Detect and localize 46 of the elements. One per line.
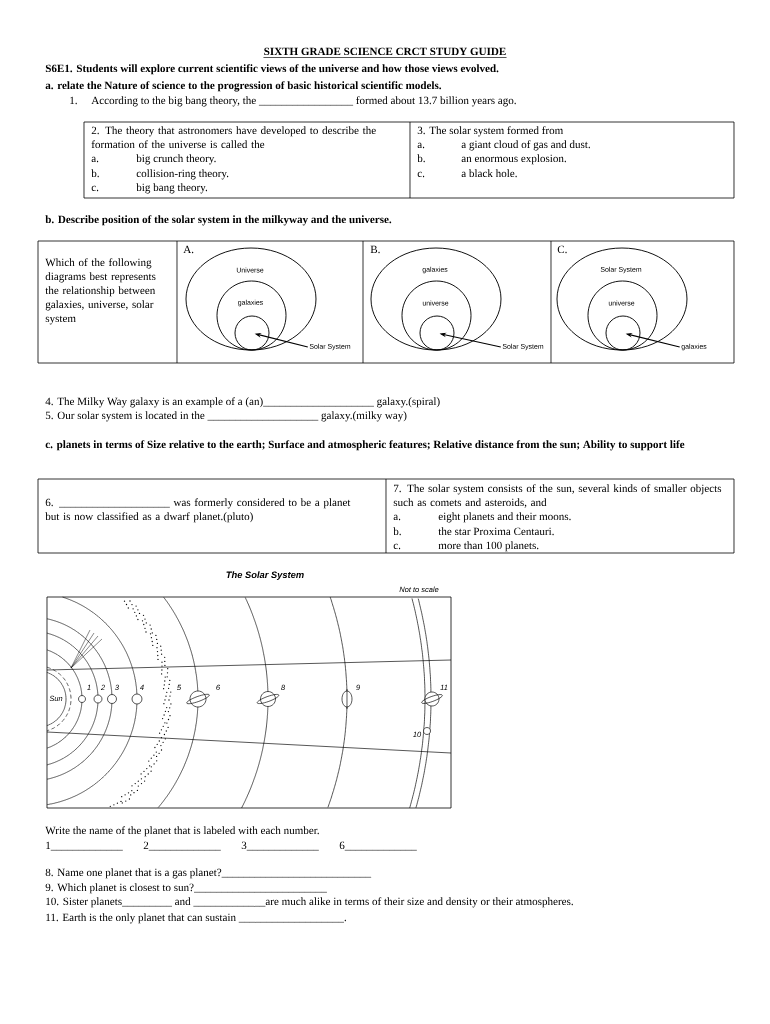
question-text: Write the name of the planet that is labeled with each number. <box>45 826 319 837</box>
option-letter: b. <box>393 527 401 536</box>
option-letter: b. <box>417 154 425 163</box>
question-text: 9. Which planet is closest to sun?________________________ <box>45 883 327 894</box>
set-circle <box>605 315 641 351</box>
answer-blank: 6_____________ <box>339 841 417 851</box>
figure-title: The Solar System <box>226 571 304 580</box>
option-text: more than 100 planets. <box>438 541 539 552</box>
question-text: 6. ____________________ was formerly considered to be a planet but is now classified as a dwarf planet.(pluto) <box>45 498 351 523</box>
objective-text: a. relate the Nature of science to the progression of basic historical scientific models. <box>45 81 442 92</box>
option-text: big crunch theory. <box>136 154 216 165</box>
answer-blank: 2_____________ <box>143 841 221 851</box>
choice-letter: C. <box>557 245 567 254</box>
option-text: collision-ring theory. <box>136 169 229 180</box>
question-text: Which of the following diagrams best represents the relationship between galaxies, universe, solar system <box>45 258 156 325</box>
option-letter: a. <box>417 142 425 149</box>
section-heading: c. planets in terms of Size relative to the earth; Surface and atmospheric features; Relative distance from the sun; Ability to support life <box>45 440 685 451</box>
option-letter: a. <box>393 514 401 521</box>
option-text: a black hole. <box>461 169 517 178</box>
section-heading: b. Describe position of the solar system in the milkyway and the universe. <box>45 215 392 226</box>
option-letter: c. <box>91 185 99 192</box>
set-circle <box>234 315 270 351</box>
answer-blank: 1_____________ <box>46 841 123 851</box>
question-text: 4. The Milky Way galaxy is an example of a (an)____________________ galaxy.(spiral) <box>45 397 440 408</box>
option-letter: c. <box>393 543 401 550</box>
question-text: 8. Name one planet that is a gas planet?___________________________ <box>45 868 372 879</box>
option-text: the star Proxima Centauri. <box>438 527 554 536</box>
page-title: SIXTH GRADE SCIENCE CRCT STUDY GUIDE <box>263 47 507 58</box>
option-letter: b. <box>91 169 99 178</box>
option-text: a giant cloud of gas and dust. <box>461 140 590 151</box>
item-number: 1. <box>70 96 77 105</box>
choice-letter: A. <box>183 245 194 254</box>
set-circle <box>419 315 455 351</box>
answer-blank: 3_____________ <box>241 841 319 851</box>
question-text: 11. Earth is the only planet that can sustain ___________________. <box>46 913 346 924</box>
question-text: 3. The solar system formed from <box>417 126 564 137</box>
question-text: 10. Sister planets_________ and _____________are much alike in terms of their size and density or their atmospheres. <box>46 897 573 908</box>
option-text: big bang theory. <box>136 183 208 194</box>
option-text: eight planets and their moons. <box>438 512 571 523</box>
question-text: According to the big bang theory, the _________________ formed about 13.7 billion years ago. <box>91 96 516 107</box>
option-letter: a. <box>91 156 99 163</box>
standard-text: S6E1. Students will explore current scientific views of the universe and how those views evolved. <box>45 64 499 75</box>
option-letter: c. <box>417 171 425 178</box>
option-text: an enormous explosion. <box>461 154 566 165</box>
choice-letter: B. <box>370 245 380 254</box>
question-text: 5. Our solar system is located in the ____________________ galaxy.(milky way) <box>45 411 407 422</box>
